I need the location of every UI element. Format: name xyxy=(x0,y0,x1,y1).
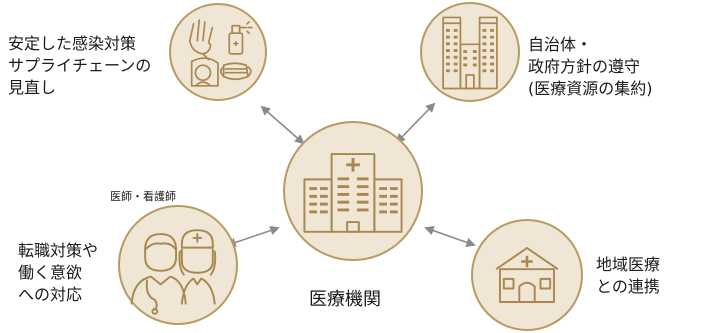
medical-staff-circle xyxy=(118,205,238,325)
label-line: 地域医療 xyxy=(596,255,661,274)
doctor-nurse-icon xyxy=(130,229,217,315)
label-line: (医療資源の集約) xyxy=(528,79,653,98)
supply-chain-label: 安定した感染対策 サプライチェーンの 見直し xyxy=(8,33,151,99)
label-line: 安定した感染対策 xyxy=(8,34,137,53)
hospital-label: 医療機関 xyxy=(309,289,381,310)
government-building-icon xyxy=(442,16,498,90)
arrow-top-left xyxy=(260,105,305,145)
ppe-icon xyxy=(188,19,253,87)
label-line: サプライチェーンの xyxy=(8,56,152,75)
regional-cooperation-label: 地域医療 との連携 xyxy=(596,254,660,298)
ppe-circle xyxy=(169,3,267,101)
hospital-circle xyxy=(283,121,423,261)
clinic-icon xyxy=(495,247,559,303)
arrow-bottom-left xyxy=(226,225,280,248)
label-line: 働く意欲 xyxy=(18,263,83,282)
regional-clinic-circle xyxy=(471,219,583,331)
label-line: 政府方針の遵守 xyxy=(528,57,641,76)
arrow-top-right xyxy=(395,102,436,144)
label-line: 転職対策や xyxy=(18,241,99,260)
label-line: 見直し xyxy=(8,78,57,97)
hospital-icon xyxy=(303,153,403,233)
government-circle xyxy=(420,2,520,102)
government-policy-label: 自治体・ 政府方針の遵守 (医療資源の集約) xyxy=(528,34,653,100)
label-line: への対応 xyxy=(18,285,83,304)
label-line: 自治体・ xyxy=(528,35,593,54)
label-line: との連携 xyxy=(596,277,660,296)
staff-retention-label: 転職対策や 働く意欲 への対応 xyxy=(18,240,98,306)
medical-staff-header: 医師・看護師 xyxy=(110,190,176,203)
arrow-bottom-right xyxy=(424,226,476,247)
